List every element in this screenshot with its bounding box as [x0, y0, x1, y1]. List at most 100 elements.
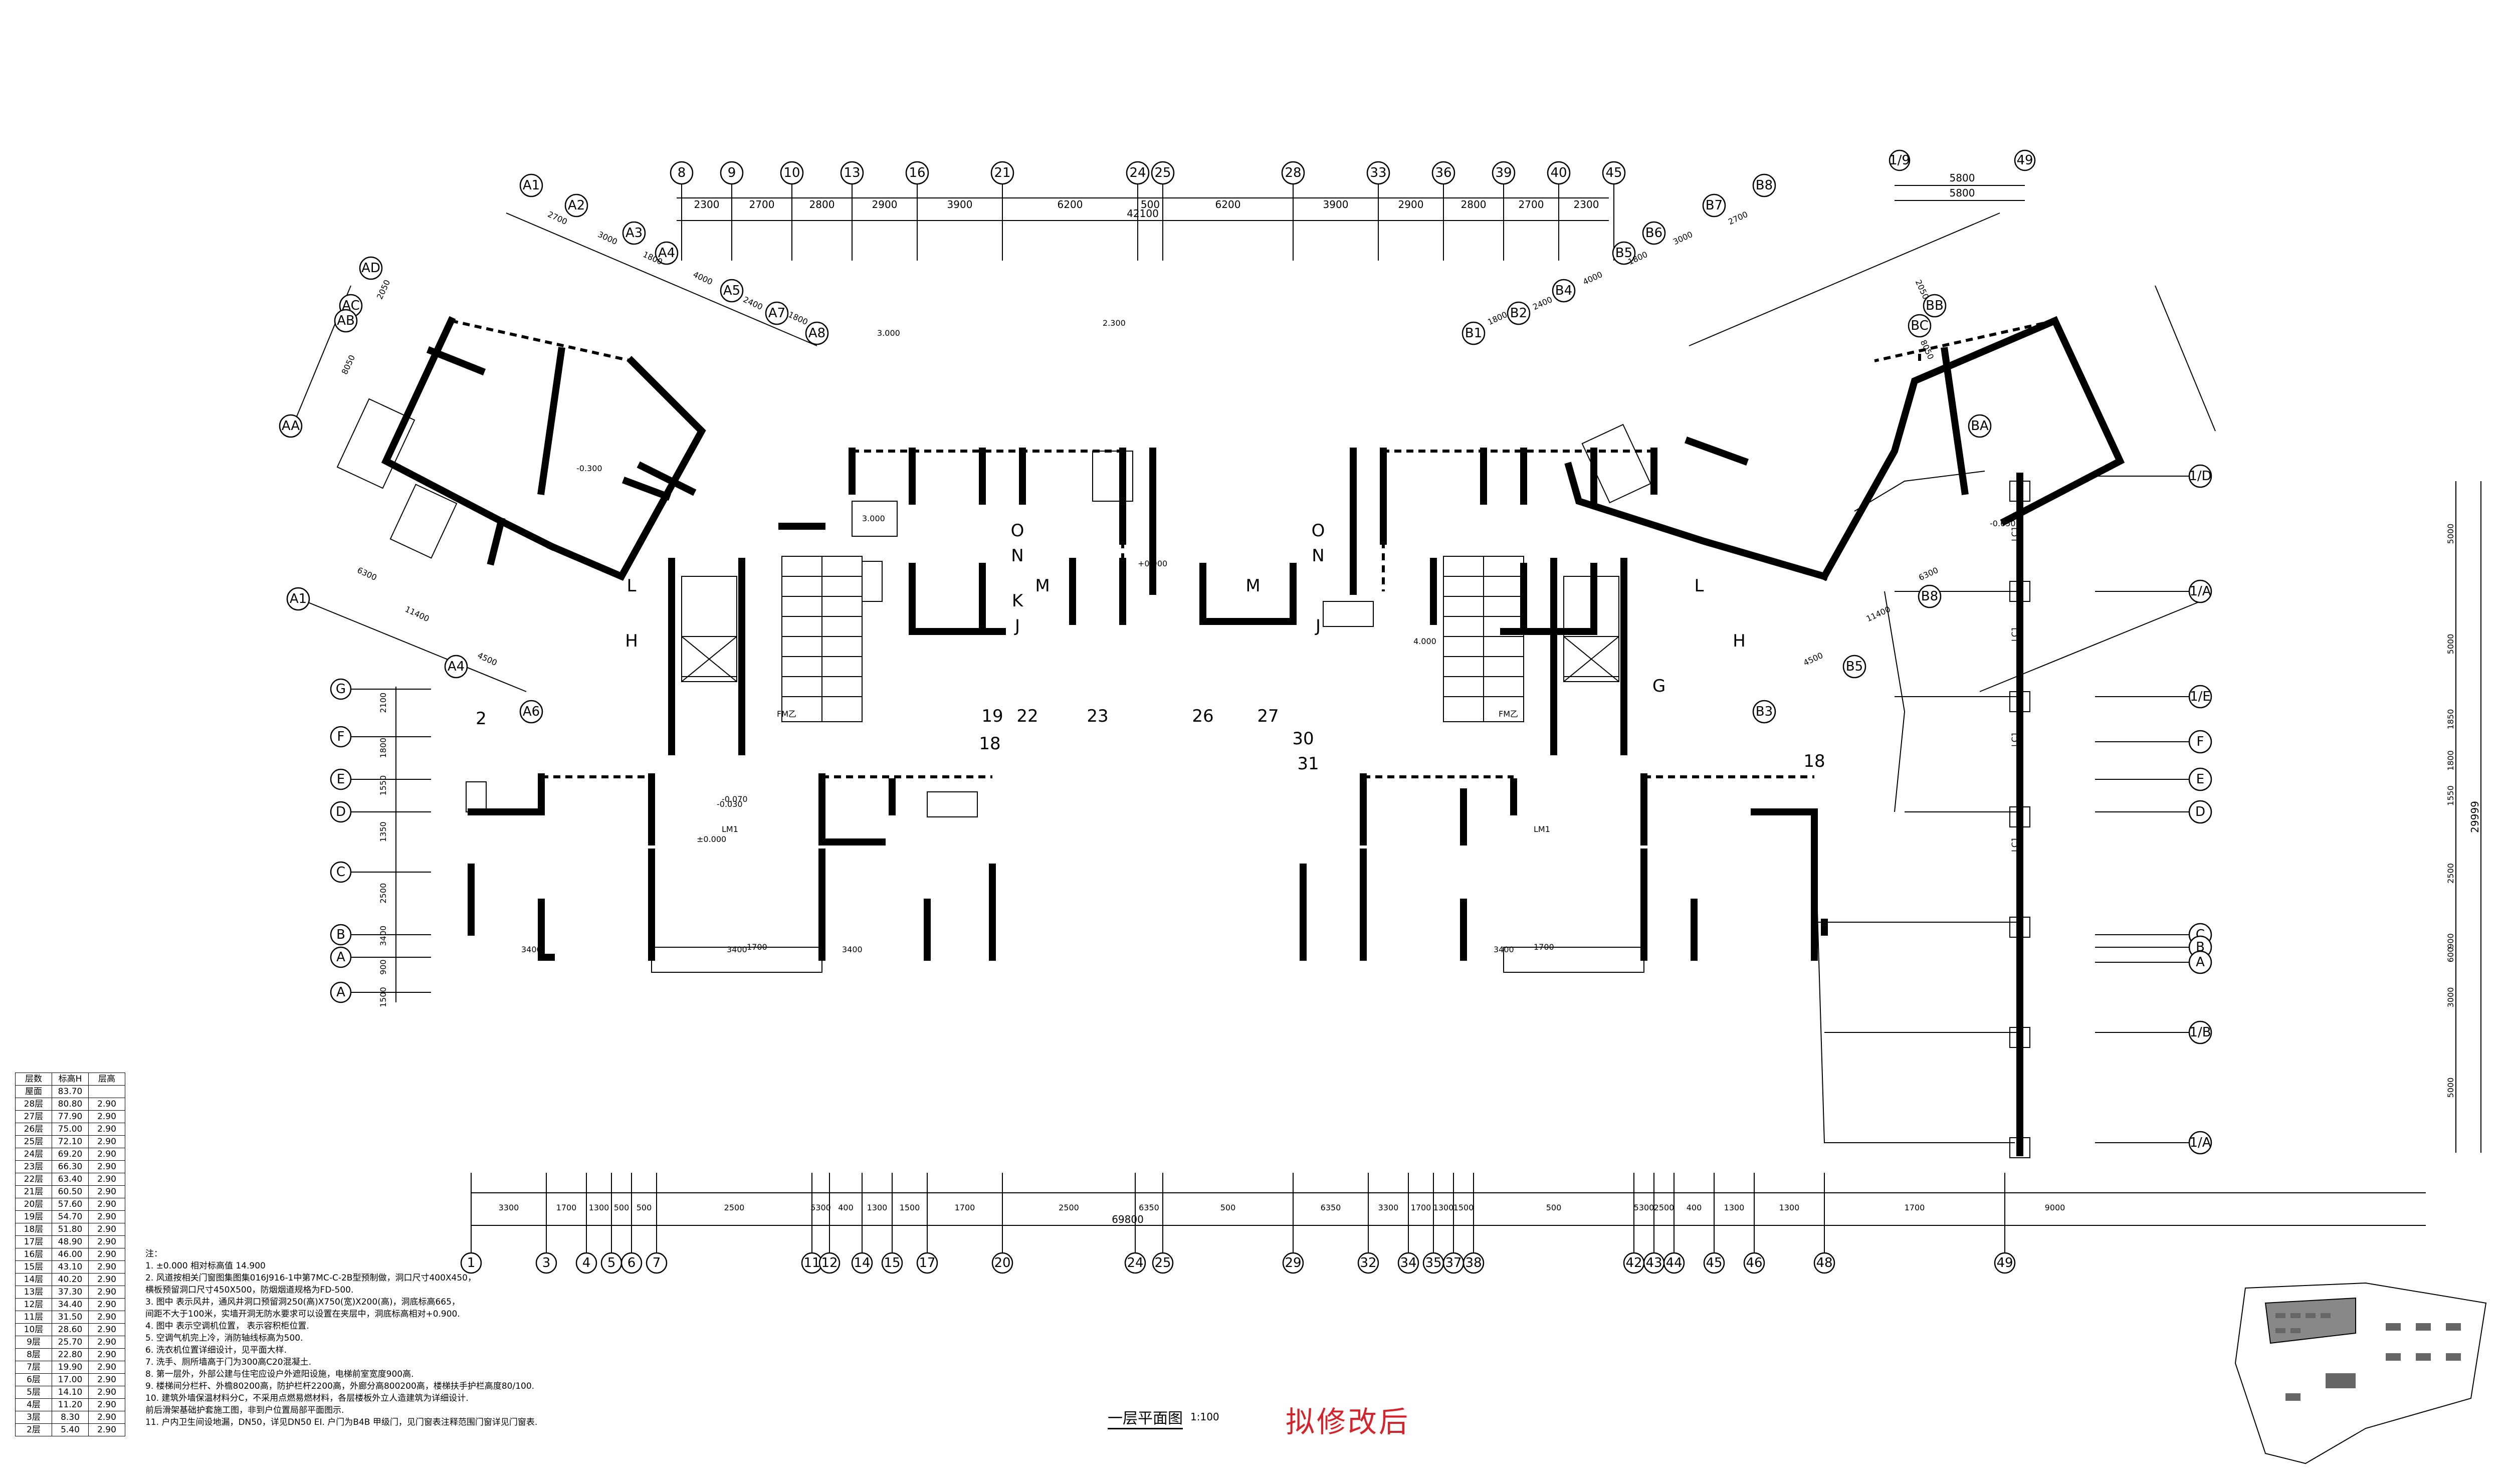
floor-table-cell: 25.70	[52, 1336, 89, 1349]
bottom-dim-value: 6350	[1139, 1203, 1159, 1212]
right-wing-axis-label-circle	[1507, 301, 1531, 325]
floor-table-cell: 2.90	[88, 1148, 125, 1161]
right-axis-label-circle	[2188, 579, 2212, 603]
left-wing-axis-label: A1	[523, 178, 540, 193]
bottom-axis-label: 17	[919, 1255, 935, 1270]
top-dim-value: 2700	[749, 198, 775, 210]
door-tag: LC1	[2010, 837, 2019, 852]
left-wing-axis-label-circle	[286, 587, 310, 611]
left-wing-dim-value: 1800	[787, 310, 809, 327]
left-wing-axis-label: A3	[625, 226, 643, 241]
design-note-line: 注：	[145, 1249, 162, 1259]
bottom-dim-value: 400	[838, 1203, 854, 1212]
floor-table-cell: 17层	[15, 1235, 52, 1248]
right-wing-dim-value: 6300	[1917, 565, 1940, 582]
floor-table-cell: 2.90	[88, 1123, 125, 1136]
bottom-axis-label: 37	[1445, 1255, 1461, 1270]
bottom-axis-label: 7	[653, 1255, 661, 1270]
design-note-line: 2. 风道按相关门窗图集图集016J916-1中第7MC-C-2B型预制做，洞口…	[145, 1273, 476, 1283]
bottom-dim-value: 500	[1220, 1203, 1236, 1212]
floor-table-cell: 2.90	[88, 1423, 125, 1436]
floor-table-cell: 23层	[15, 1160, 52, 1173]
floor-table-cell: 2.90	[88, 1135, 125, 1148]
bottom-axis-label-circle	[1357, 1252, 1379, 1274]
door-tag: FM乙	[1499, 709, 1518, 719]
bottom-dim-value: 3300	[1378, 1203, 1399, 1212]
design-note-line: 间距不大于100米，实墙开洞无防水要求可以设置在夹层中，洞底标高相对+0.900…	[145, 1309, 460, 1319]
top-axis-label-circle	[1366, 161, 1390, 185]
local-dim-label: 2.300	[1103, 318, 1126, 328]
top-axis-label-circle	[905, 161, 929, 185]
top-total-dimension: 42100	[1127, 207, 1159, 220]
left-wing-dim-value: 2050	[375, 278, 392, 301]
floor-table-cell: 2.90	[88, 1223, 125, 1236]
floor-table-cell: 28.60	[52, 1323, 89, 1336]
floor-table-cell: 4层	[15, 1398, 52, 1411]
top-right-axis-label-circle	[2014, 149, 2036, 171]
left-axis-label: A	[336, 985, 345, 1000]
bottom-axis-label: 5	[607, 1255, 616, 1270]
left-wing-dim-value: 11400	[403, 604, 431, 624]
left-axis-label-circle	[330, 678, 352, 700]
bottom-dim-value: 500	[637, 1203, 652, 1212]
floor-table-cell: 10层	[15, 1323, 52, 1336]
right-dim-value: 1800	[2446, 750, 2455, 771]
local-dim-label: 3400	[842, 945, 863, 954]
design-note-line: 5. 空调气机完上冷，消防轴线标高为500.	[145, 1333, 303, 1343]
bottom-axis-label: 49	[1996, 1255, 2013, 1270]
room-letter: O	[1312, 521, 1325, 541]
right-axis-label: 1/D	[2189, 469, 2211, 484]
bottom-axis-label: 24	[1127, 1255, 1143, 1270]
left-wing-axis-label-circle	[359, 256, 383, 280]
left-wing-axis-label-circle	[655, 241, 679, 265]
lower-right-units	[1300, 773, 1818, 973]
top-axis-label-circle	[1492, 161, 1516, 185]
right-dim-value: 5000	[2446, 1078, 2455, 1098]
right-dim-value: 2500	[2446, 863, 2455, 884]
floor-table-cell: 54.70	[52, 1210, 89, 1223]
right-axis-label-circle	[2188, 1131, 2212, 1155]
bottom-axis-label: 38	[1465, 1255, 1482, 1270]
floor-table-cell: 2.90	[88, 1323, 125, 1336]
right-axis-label: D	[2195, 804, 2205, 819]
top-dim-value: 500	[1141, 198, 1160, 210]
left-axis-label: B	[336, 927, 345, 942]
bottom-axis-label-circle	[1813, 1252, 1835, 1274]
left-axis-label-circle	[330, 801, 352, 823]
bottom-axis-label: 15	[884, 1255, 900, 1270]
left-wing-dim-value: 4500	[476, 651, 499, 668]
left-wing-dim-value: 8050	[340, 353, 357, 376]
right-wing-dim-value: 4000	[1581, 270, 1604, 287]
top-right-axis-label-circle	[1889, 149, 1911, 171]
bottom-axis-label: 3	[542, 1255, 551, 1270]
right-axis-label: 1/E	[2190, 689, 2211, 704]
left-axis-label-circle	[330, 946, 352, 968]
floor-table-cell: 8.30	[52, 1411, 89, 1424]
room-letter: N	[1312, 546, 1324, 566]
top-dim-value: 2800	[809, 198, 835, 210]
center-left-walls	[778, 448, 1156, 635]
right-total-dimension: 29999	[2469, 801, 2481, 833]
elevation-tag-labels: -0.300±0.000-0.030-0.070-0.650+0.900	[576, 464, 2016, 844]
top-axis-label: 10	[783, 165, 800, 180]
left-wing-dim-value: 6300	[356, 565, 378, 582]
bottom-axis-label-circle	[818, 1252, 841, 1274]
left-axis-label-circle	[330, 981, 352, 1003]
design-note-line: 11. 户内卫生间设地漏，DN50，详见DN50 EI. 户门为B4B 甲级门，…	[145, 1417, 538, 1427]
bottom-total-dimension: 69800	[1112, 1213, 1144, 1225]
lower-left-units	[466, 773, 996, 973]
room-letter: J	[1014, 616, 1020, 636]
left-wing-axis-label-circle	[519, 700, 543, 724]
